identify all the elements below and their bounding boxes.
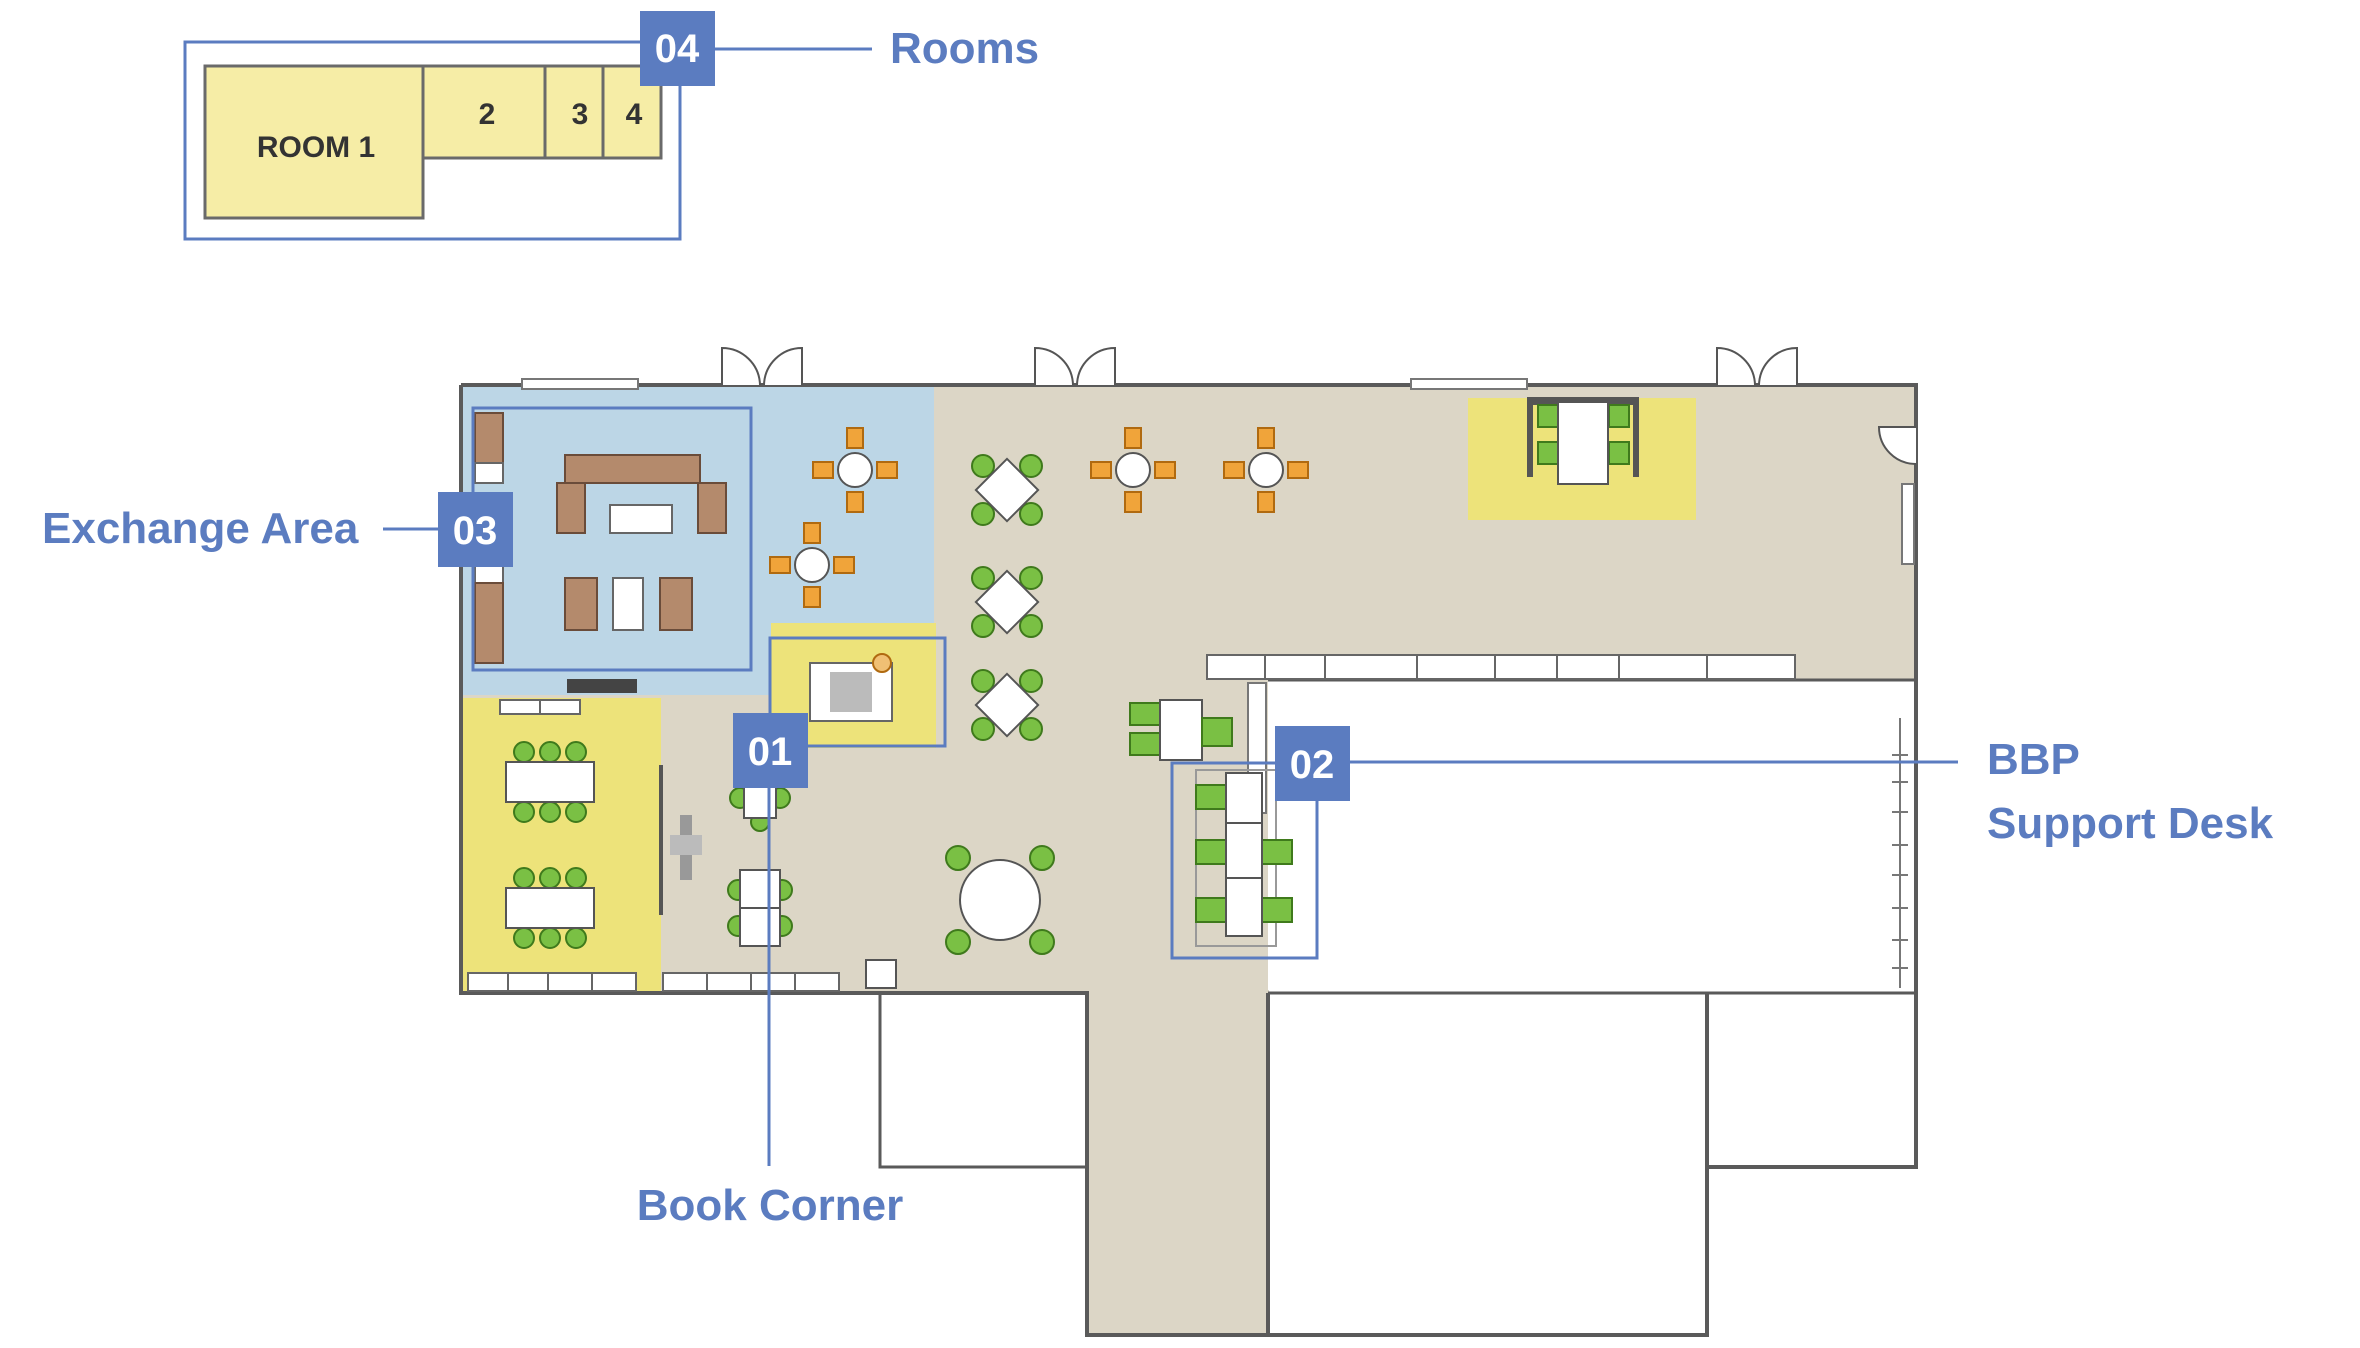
- window: [521, 378, 639, 390]
- yellow-zone-left: [461, 698, 661, 992]
- marker-04[interactable]: 04: [640, 11, 715, 86]
- label-book-corner[interactable]: Book Corner: [637, 1181, 903, 1230]
- outer-wall: [459, 383, 1918, 1337]
- rooms-highlight-frame: [183, 40, 682, 241]
- diamond-table-green: [971, 454, 1043, 741]
- marker-01-number: 01: [748, 730, 793, 774]
- exchange-furniture: [474, 412, 727, 664]
- book-corner-furniture: [809, 653, 893, 722]
- callout-lines: [383, 47, 1958, 1166]
- round-table-large: [945, 845, 1055, 955]
- lower-left-room: [878, 993, 1087, 1169]
- marker-01[interactable]: 01: [733, 713, 808, 788]
- yellow-zone-divider: [659, 765, 663, 915]
- marker-03[interactable]: 03: [438, 492, 513, 567]
- support-desk-frame: [1170, 761, 1319, 960]
- room-1[interactable]: [203, 64, 425, 220]
- marker-02[interactable]: 02: [1275, 726, 1350, 801]
- room-4-label: 4: [626, 98, 643, 131]
- room-2-label: 2: [479, 98, 496, 131]
- round-table-orange: [769, 427, 1309, 608]
- window: [1901, 483, 1915, 565]
- room-3-label: 3: [572, 98, 589, 131]
- window: [1410, 378, 1528, 390]
- label-exchange-area[interactable]: Exchange Area: [42, 504, 359, 553]
- marker-03-number: 03: [453, 509, 498, 553]
- room-3[interactable]: [543, 64, 605, 160]
- marker-02-number: 02: [1290, 743, 1335, 787]
- corridor: [1087, 990, 1269, 1335]
- support-desk-furniture: [1129, 699, 1293, 947]
- long-table-green: [505, 741, 595, 949]
- label-bbp-line2[interactable]: Support Desk: [1987, 799, 2274, 848]
- door: [721, 346, 1917, 465]
- floor-area: [459, 346, 1918, 1337]
- floor-cutout: [1268, 680, 1916, 994]
- trash-bin: [865, 959, 897, 989]
- coat-rack-base: [670, 835, 702, 855]
- label-bbp-line1[interactable]: BBP: [1987, 735, 2080, 784]
- book-corner-frame: [768, 636, 947, 748]
- tv-monitor: [567, 679, 637, 693]
- label-rooms[interactable]: Rooms: [890, 24, 1039, 73]
- room-2[interactable]: [421, 64, 547, 160]
- shelf-row: [467, 654, 1796, 992]
- marker-04-number: 04: [655, 27, 700, 71]
- rooms-inset: ROOM 1 2 3 4: [183, 40, 682, 241]
- meeting-table-top-right: [1527, 397, 1639, 485]
- room-1-label: ROOM 1: [257, 131, 375, 164]
